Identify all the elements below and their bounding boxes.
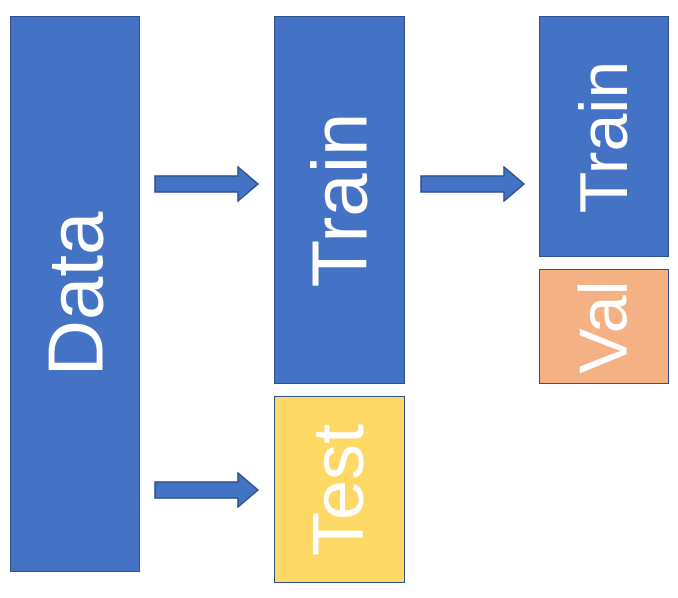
node-train-split-label: Train	[566, 60, 642, 213]
node-train-label: Train	[295, 112, 384, 288]
node-data: Data	[10, 16, 140, 572]
node-train: Train	[274, 16, 405, 384]
arrow-data-to-train	[154, 166, 260, 202]
node-val-label: Val	[565, 279, 642, 374]
node-test-label: Test	[299, 423, 380, 556]
arrow-train-to-split	[420, 166, 526, 202]
arrow-data-to-test	[154, 472, 260, 508]
node-test: Test	[274, 396, 405, 583]
node-data-label: Data	[31, 211, 120, 377]
node-val: Val	[539, 269, 669, 384]
node-train-split: Train	[539, 16, 669, 257]
